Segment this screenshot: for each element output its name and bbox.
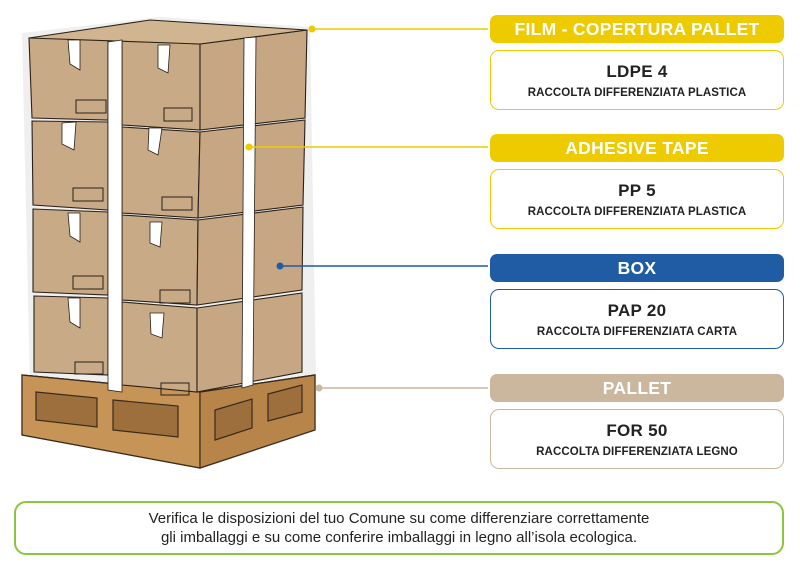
pallet-code: FOR 50 [606,420,668,440]
tape-description: RACCOLTA DIFFERENZIATA PLASTICA [527,205,747,218]
film-info-box: LDPE 4 RACCOLTA DIFFERENZIATA PLASTICA [490,50,784,110]
box-description: RACCOLTA DIFFERENZIATA CARTA [536,325,738,338]
film-description: RACCOLTA DIFFERENZIATA PLASTICA [527,86,747,99]
tape-code: PP 5 [618,180,656,200]
box-code: PAP 20 [607,300,667,320]
note-line-2: gli imballaggi e su come conferire imbal… [160,529,638,546]
note-line-1: Verifica le disposizioni del tuo Comune … [148,510,650,527]
pallet [21,374,316,469]
box-info-box: PAP 20 RACCOLTA DIFFERENZIATA CARTA [490,289,784,349]
box-header: BOX [490,254,784,282]
pallet-header: PALLET [490,374,784,402]
connector-box [276,262,488,270]
pallet-info-box: FOR 50 RACCOLTA DIFFERENZIATA LEGNO [490,409,784,469]
connector-pallet [315,384,488,392]
tape-info-box: PP 5 RACCOLTA DIFFERENZIATA PLASTICA [490,169,784,229]
connector-tape [245,143,488,151]
tape-flaps [61,39,171,339]
pallet-illustration [21,17,488,469]
adhesive-straps [107,36,257,393]
tape-header: ADHESIVE TAPE [490,134,784,162]
film-code: LDPE 4 [606,61,668,81]
box-stack [28,19,308,393]
box-labels [72,99,193,396]
pallet-description: RACCOLTA DIFFERENZIATA LEGNO [536,445,738,458]
municipality-note: Verifica le disposizioni del tuo Comune … [14,501,784,555]
film-header: FILM - COPERTURA PALLET [490,15,784,43]
connector-film [308,25,488,33]
